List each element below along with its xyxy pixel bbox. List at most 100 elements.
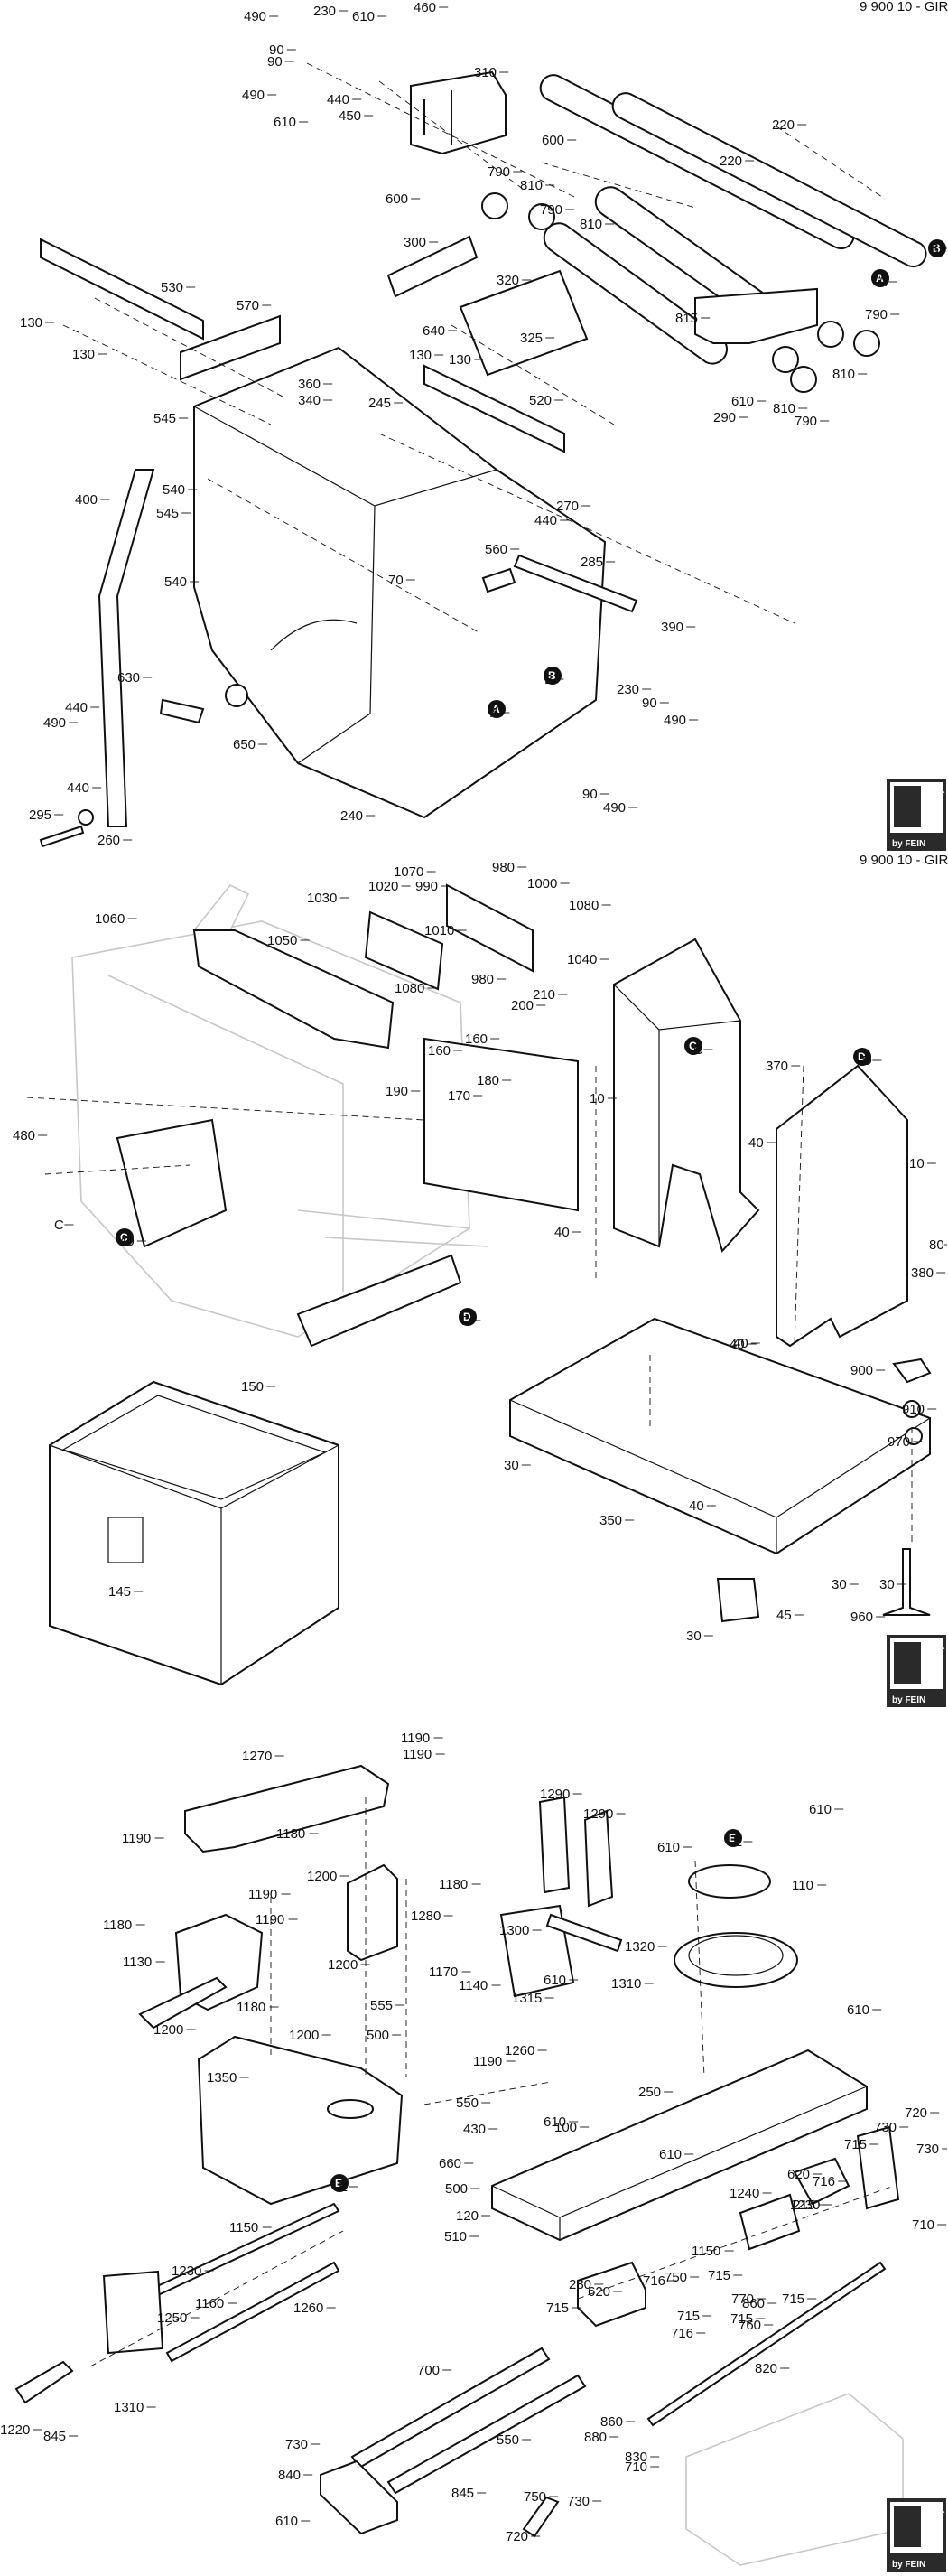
part-number-label: D (862, 1053, 872, 1069)
bar-1320 (545, 1913, 623, 1953)
part-callout: 1190 (256, 1912, 298, 1927)
part-callout: 130 (409, 348, 444, 363)
part-number-label: 610 (352, 9, 375, 24)
part-number-label: 960 (850, 1610, 873, 1625)
part-callout: 1350 (207, 2070, 249, 2086)
svg-text:E: E (729, 1832, 736, 1844)
part-number-label: 650 (233, 737, 256, 752)
part-number-label: 715 (782, 2291, 804, 2307)
part-callout: 530 (161, 280, 196, 295)
part-number-label: 490 (603, 800, 626, 816)
part-callout: 555 (370, 1998, 405, 2013)
part-callout: 1150 (229, 2220, 272, 2235)
part-callout: 750 (524, 2489, 559, 2505)
part-callout: 1200 (307, 1869, 349, 1884)
part-number-label: 245 (368, 396, 391, 411)
part-callout: 610 (847, 2002, 882, 2018)
stand-380 (776, 1064, 908, 1348)
logo-sub-3: by FEIN (892, 2560, 925, 2570)
part-number-label: 560 (485, 542, 507, 557)
page-1-code: 9 900 10 - GIR (860, 0, 948, 14)
part-number-label: 440 (67, 780, 89, 796)
part-callout: 630 (117, 670, 153, 686)
svg-text:B: B (548, 669, 556, 682)
part-number-label: 545 (156, 506, 179, 521)
part-callout: 1170 (429, 1965, 471, 1980)
part-number-label: 790 (540, 202, 562, 218)
part-callout: 1030 (307, 891, 349, 906)
disc-110 (688, 1864, 771, 1899)
part-callout: 1190 (122, 1831, 164, 1846)
part-callout: 790 (540, 202, 575, 218)
part-number-label: A (878, 275, 887, 290)
part-number-label: 600 (542, 133, 564, 148)
marker-d-stand: D (853, 1048, 871, 1066)
part-number-label: 10 (590, 1091, 605, 1106)
part-number-label: 530 (161, 280, 183, 295)
part-number-label: 1310 (611, 1976, 641, 1992)
part-callout: 490 (242, 88, 277, 103)
part-number-label: 550 (456, 2095, 479, 2111)
part-number-label: 500 (367, 2028, 389, 2043)
part-number-label: 1010 (424, 923, 454, 938)
part-callout: D (862, 1053, 882, 1069)
part-number-label: 500 (445, 2181, 468, 2197)
part-callout: 100 (554, 2120, 590, 2135)
part-callout: 1130 (123, 1955, 165, 1970)
part-number-label: 555 (370, 1998, 393, 2013)
part-number-label: 1060 (95, 911, 125, 927)
part-callout: 10 (590, 1091, 617, 1106)
logo-brand-1: GRIT (921, 790, 945, 801)
part-callout: 290 (713, 410, 748, 425)
part-number-label: 1130 (123, 1955, 152, 1970)
part-number-label: 810 (832, 367, 855, 382)
part-number-label: 1180 (103, 1918, 132, 1933)
washer-260 (78, 809, 94, 826)
part-number-label: 1150 (692, 2244, 720, 2259)
part-callout: 1190 (401, 1731, 443, 1746)
nut-970 (905, 1427, 923, 1445)
part-number-label: 1080 (395, 981, 424, 996)
part-number-label: 1030 (307, 891, 337, 906)
plate-1240 (102, 2270, 164, 2355)
part-callout: 610 (352, 9, 387, 24)
part-callout: 340 (298, 393, 333, 408)
part-callout: 325 (520, 331, 555, 346)
part-callout: 1160 (195, 2296, 237, 2311)
part-number-label: 370 (766, 1059, 788, 1074)
part-number-label: 730 (916, 2142, 939, 2157)
part-callout: 30 (686, 1629, 713, 1644)
part-callout: 790 (488, 164, 523, 180)
part-callout: A (878, 275, 897, 290)
part-number-label: 620 (787, 2167, 810, 2182)
part-callout: 980 (492, 860, 527, 875)
marker-e-disc: E (724, 1829, 742, 1847)
part-callout: 840 (278, 2468, 313, 2483)
part-callout: 900 (850, 1363, 886, 1378)
part-callout: 980 (471, 972, 507, 987)
part-callout: 200 (511, 998, 546, 1013)
part-callout: C (54, 1218, 74, 1233)
part-callout: 450 (339, 108, 374, 124)
part-callout: 845 (451, 2486, 487, 2501)
part-number-label: 610 (544, 1973, 566, 1988)
part-callout: 730 (567, 2494, 602, 2509)
part-number-label: 610 (274, 115, 296, 130)
part-callout: 1070 (394, 864, 436, 880)
part-callout: 130 (72, 347, 107, 362)
fein-logo-3: GRIT by FEIN (887, 2498, 946, 2572)
part-callout: 1190 (473, 2054, 516, 2069)
part-callout: 285 (581, 555, 616, 570)
part-number-label: 1230 (172, 2263, 201, 2279)
part-callout: 320 (497, 273, 532, 288)
part-callout: 310 (474, 65, 509, 80)
part-number-label: 1300 (499, 1923, 529, 1938)
part-number-label: 40 (733, 1336, 748, 1351)
part-callout: 40 (119, 1234, 146, 1249)
part-callout: 860 (742, 2296, 777, 2311)
disc-100 (674, 1932, 798, 1988)
part-number-label: 110 (792, 1878, 813, 1893)
part-number-label: 770 (731, 2291, 754, 2307)
marker-c-stand: C (684, 1037, 702, 1055)
part-number-label: 200 (511, 998, 534, 1013)
